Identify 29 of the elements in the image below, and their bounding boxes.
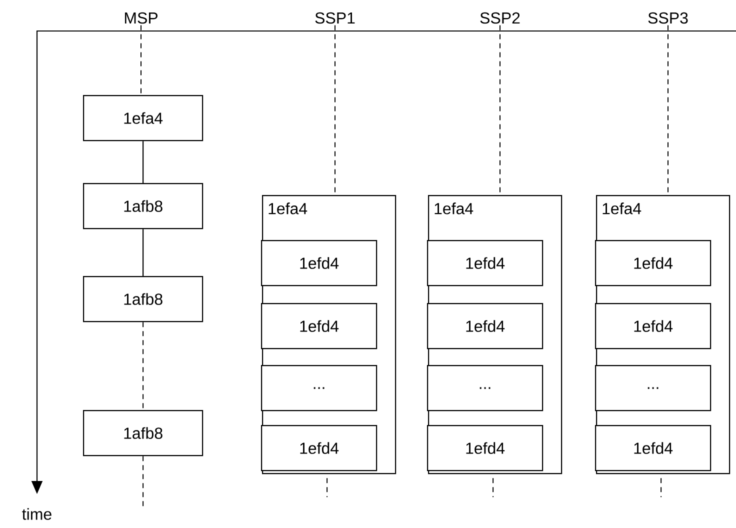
connector — [142, 456, 144, 507]
process-box: 1efd4 — [427, 303, 544, 350]
axis-label: time — [22, 508, 52, 520]
connector — [326, 478, 328, 498]
process-box: 1efd4 — [261, 425, 378, 472]
process-box: 1efd4 — [595, 425, 712, 472]
process-box: 1afb8 — [83, 276, 204, 322]
process-box: 1efa4 — [83, 95, 204, 142]
lane-label: SSP3 — [646, 11, 690, 25]
lane-label: MSP — [122, 11, 160, 25]
process-box: 1afb8 — [83, 410, 204, 456]
connector — [492, 478, 494, 498]
process-box: 1efd4 — [261, 240, 378, 286]
process-box: 1efd4 — [261, 303, 378, 350]
process-box: 1efd4 — [595, 240, 712, 286]
process-box: 1afb8 — [83, 183, 204, 230]
process-box: ... — [427, 365, 544, 412]
connector — [660, 478, 662, 498]
connector — [140, 24, 142, 96]
connector — [142, 229, 144, 276]
process-box: 1efd4 — [595, 303, 712, 350]
process-box: ... — [595, 365, 712, 412]
lane-label: SSP1 — [314, 11, 356, 25]
process-box: ... — [261, 365, 378, 412]
process-box: 1efd4 — [427, 425, 544, 472]
process-box: 1efd4 — [427, 240, 544, 286]
connector — [142, 322, 144, 410]
connector — [142, 141, 144, 183]
lane-label: SSP2 — [478, 11, 522, 25]
